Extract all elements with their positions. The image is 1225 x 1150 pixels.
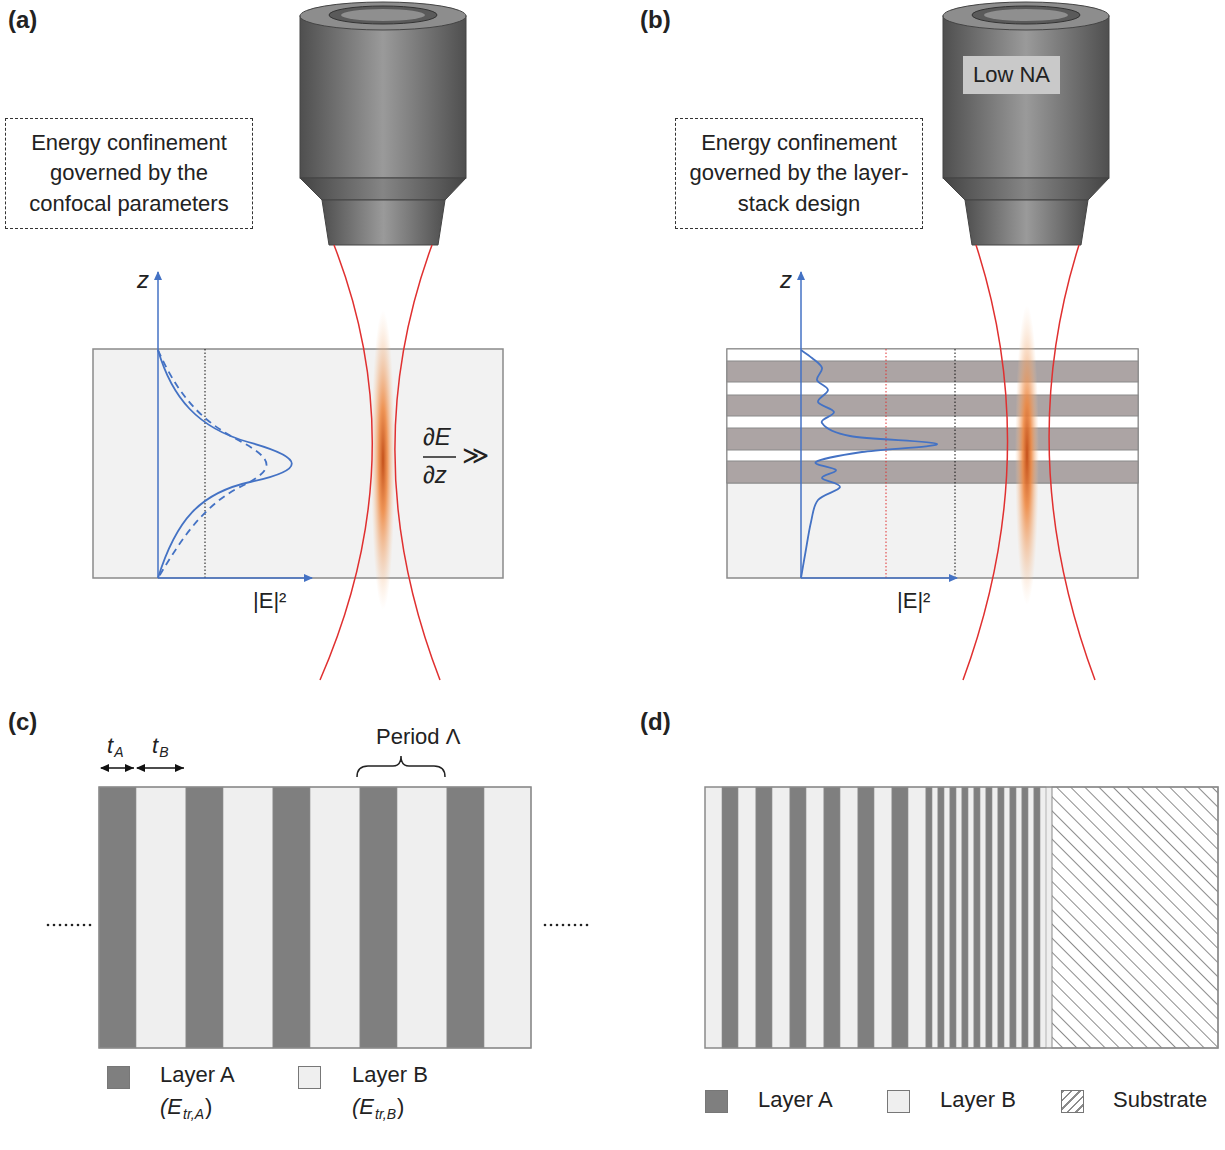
threshold-line <box>955 349 956 578</box>
legend-swatch <box>887 1090 910 1113</box>
intensity-axis <box>158 577 312 579</box>
legend-text: Layer B <box>940 1087 1016 1113</box>
note-box: Energy confinement governed by the layer… <box>675 118 923 229</box>
fraction-bar <box>423 456 456 458</box>
box-text: Energy confinement governed by the confo… <box>12 128 246 219</box>
panel-label: (b) <box>640 6 671 35</box>
objective-lens <box>943 2 1109 245</box>
focal-spot <box>1015 305 1039 605</box>
legend-text: Layer A <box>758 1087 833 1113</box>
graded-stack <box>705 787 1052 1048</box>
z-axis <box>157 272 159 578</box>
legend-swatch <box>1061 1090 1084 1113</box>
threshold-label: (E <box>160 1094 182 1120</box>
derivative-label: ≫ <box>462 440 489 471</box>
thickness-subscript: A <box>114 744 123 761</box>
legend-text: Substrate <box>1113 1087 1207 1113</box>
axis-label: z <box>137 266 149 295</box>
derivative-label: ∂E <box>423 423 451 452</box>
note-box: Energy confinement governed by the confo… <box>5 118 253 229</box>
graded-stack <box>722 787 1046 1048</box>
box-text: Energy confinement governed by the layer… <box>682 128 916 219</box>
threshold-label: (E <box>352 1094 374 1120</box>
beam-envelope <box>320 245 372 680</box>
legend-swatch <box>298 1066 321 1089</box>
intensity-curve-dashed <box>158 350 267 578</box>
thickness-label: t <box>107 733 113 759</box>
stack-outline <box>99 787 531 1048</box>
period-label: Period Λ <box>376 724 460 750</box>
intensity-axis <box>801 577 957 579</box>
legend-swatch <box>705 1090 728 1113</box>
thickness-label: t <box>152 733 158 759</box>
intensity-curve <box>158 350 292 578</box>
periodic-stack <box>99 787 531 1048</box>
focal-spot <box>371 310 395 610</box>
stack-outline <box>705 787 1218 1048</box>
period-brace <box>357 756 445 777</box>
threshold-line <box>886 349 887 578</box>
lens-label-box: Low NA <box>963 56 1060 94</box>
panel-label: (a) <box>8 6 37 35</box>
derivative-label: ∂z <box>423 461 447 490</box>
beam-envelope <box>1049 245 1095 680</box>
thickness-arrow <box>137 767 184 769</box>
z-axis <box>800 272 802 578</box>
threshold-label: ) <box>205 1094 212 1120</box>
thickness-arrow <box>101 767 134 769</box>
objective-lens <box>300 2 466 245</box>
panel-label: (c) <box>8 708 37 737</box>
threshold-label: ) <box>397 1094 404 1120</box>
substrate <box>1052 787 1218 1048</box>
beam-envelope <box>963 245 1008 680</box>
sample-block <box>93 349 503 578</box>
intensity-curve <box>801 350 937 578</box>
legend-swatch <box>107 1066 130 1089</box>
panel-label: (d) <box>640 708 671 737</box>
threshold-subscript: tr,A <box>183 1106 204 1123</box>
continuation-dots <box>47 924 589 927</box>
threshold-subscript: tr,B <box>375 1106 396 1123</box>
threshold-line <box>205 349 206 578</box>
legend-text: Layer A <box>160 1062 235 1088</box>
axis-label: |E|² <box>897 588 930 614</box>
layer-stack <box>727 349 1138 578</box>
axis-label: z <box>780 266 792 295</box>
box-text: Low NA <box>973 60 1050 90</box>
axis-label: |E|² <box>253 588 286 614</box>
thickness-subscript: B <box>159 744 168 761</box>
legend-text: Layer B <box>352 1062 428 1088</box>
